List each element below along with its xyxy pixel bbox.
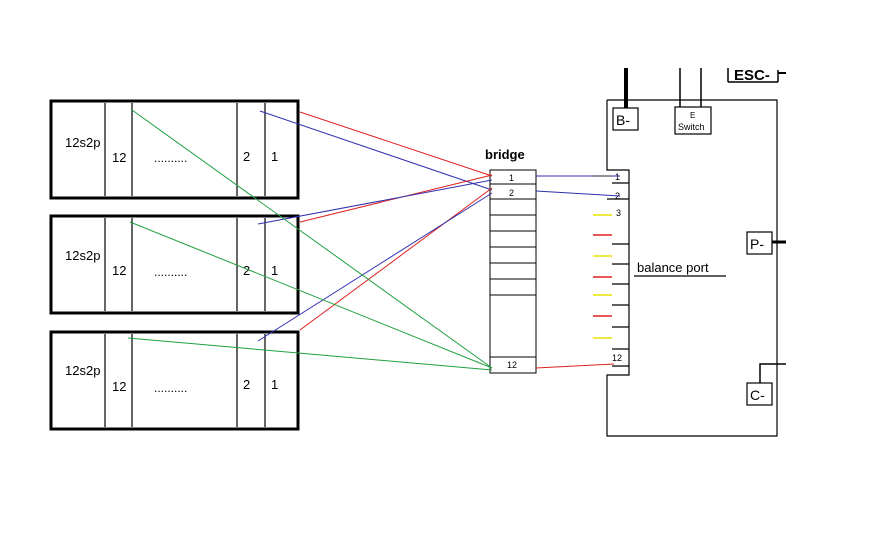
b-minus-terminal <box>612 107 639 131</box>
switch-label-line1: E <box>690 111 695 120</box>
pack-label: 12s2p <box>65 363 100 378</box>
cell-12-label: 12 <box>112 263 126 278</box>
c-minus-label: C- <box>750 387 765 403</box>
cell-12-label: 12 <box>112 379 126 394</box>
pack-label: 12s2p <box>65 248 100 263</box>
balance-port-label: balance port <box>637 260 709 275</box>
bridge-to-bms-wires <box>535 175 621 369</box>
blue-wire <box>535 190 621 197</box>
balance-pin-3: 3 <box>616 208 621 218</box>
battery-pack-3: 12s2p 12 .......... 2 1 <box>49 330 300 431</box>
cell-2-label: 2 <box>243 377 250 392</box>
switch-label-line2: Switch <box>678 122 705 132</box>
red-wire <box>299 187 493 331</box>
red-wire <box>535 363 615 369</box>
c-minus-terminal <box>746 382 773 406</box>
cell-ellipsis: .......... <box>154 381 187 395</box>
cell-ellipsis: .......... <box>154 151 187 165</box>
bridge-title: bridge <box>485 147 525 162</box>
green-wire <box>127 337 493 371</box>
bridge-slot-12: 12 <box>507 360 517 370</box>
blue-wire <box>257 179 493 225</box>
b-minus-label: B- <box>616 112 630 128</box>
cell-1-label: 1 <box>271 377 278 392</box>
battery-pack-1: 12s2p 12 .......... 2 1 <box>49 99 300 200</box>
cell-1-label: 1 <box>271 263 278 278</box>
green-wire <box>131 109 493 369</box>
cell-ellipsis: .......... <box>154 265 187 279</box>
cell-12-label: 12 <box>112 150 126 165</box>
bridge-slot-2: 2 <box>509 188 514 198</box>
p-minus-label: P- <box>750 236 764 252</box>
bridge-slot-1: 1 <box>509 173 514 183</box>
battery-pack-2: 12s2p 12 .......... 2 1 <box>49 214 300 315</box>
pack-label: 12s2p <box>65 135 100 150</box>
balance-pin-1: 1 <box>615 172 620 182</box>
e-switch <box>674 106 712 135</box>
red-wire <box>299 111 493 177</box>
blue-wire <box>259 110 493 191</box>
bms-board: ESC- B- E Switch P- C- 1 2 <box>593 67 786 437</box>
pack-to-bridge-wires <box>127 109 493 371</box>
esc-minus-label: ESC- <box>734 67 770 84</box>
cell-2-label: 2 <box>243 263 250 278</box>
balance-pin-12: 12 <box>612 353 622 363</box>
cell-1-label: 1 <box>271 149 278 164</box>
bridge-block: bridge 1 2 12 <box>485 147 537 374</box>
blue-wire <box>257 192 493 342</box>
cell-2-label: 2 <box>243 149 250 164</box>
green-wire <box>129 221 493 369</box>
